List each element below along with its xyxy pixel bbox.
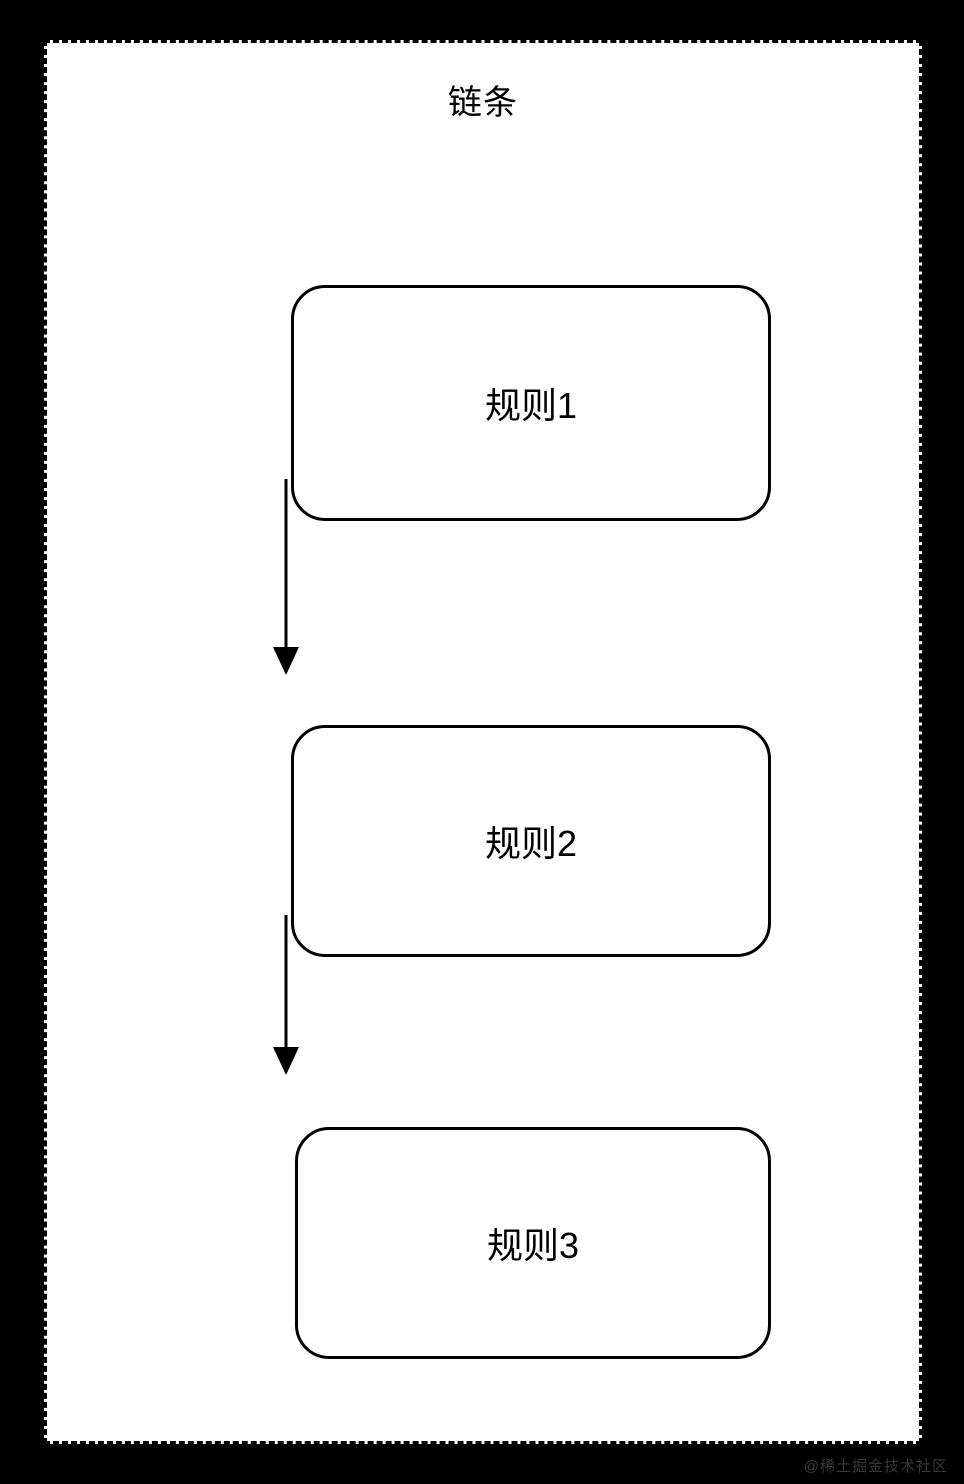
node-rule3-label: 规则3 [486,1225,580,1266]
edge-rule2-rule3-arrowhead [273,1047,299,1075]
subgraph-container: 链条 规则1 规则2 规则3 [44,40,922,1444]
node-rule1-label: 规则1 [484,385,578,426]
node-rule2-label: 规则2 [484,823,578,864]
edge-rule1-rule2-arrowhead [273,647,299,675]
node-rule2[interactable]: 规则2 [291,725,771,957]
node-rule1[interactable]: 规则1 [291,285,771,521]
subgraph-title: 链条 [448,84,518,122]
watermark: @稀土掘金技术社区 [803,1458,948,1475]
node-rule3[interactable]: 规则3 [295,1127,771,1359]
